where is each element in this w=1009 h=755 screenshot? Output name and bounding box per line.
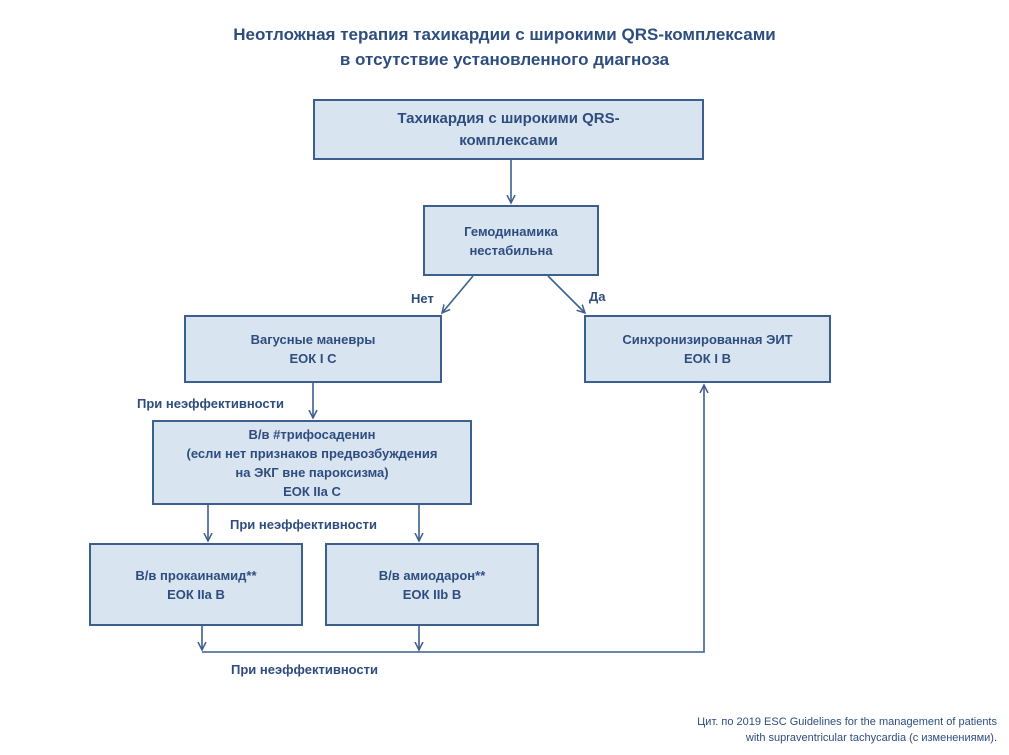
title-line-2: в отсутствие установленного диагноза <box>339 50 670 69</box>
node-tachycardia-line-1: Тахикардия с широкими QRS- <box>397 109 620 127</box>
edge-label-ineffective-3: При неэффективности <box>231 662 379 677</box>
node-eit-line-1: Синхронизированная ЭИТ <box>622 332 793 347</box>
node-tachycardia-line-2: комплексами <box>459 131 558 149</box>
node-triphosadenine-line-3: на ЭКГ вне пароксизма) <box>235 464 389 480</box>
diagram-title: Неотложная терапия тахикардии с широкими… <box>0 22 1009 72</box>
edge-label-no: Нет <box>411 291 434 306</box>
node-eit: Синхронизированная ЭИТ ЕОК I B <box>584 315 831 383</box>
arrow-no-to-vagal <box>442 275 474 313</box>
title-line-1: Неотложная терапия тахикардии с широкими… <box>233 25 776 44</box>
node-triphosadenine: В/в #трифосаденин (если нет признаков пр… <box>152 420 472 505</box>
node-vagal: Вагусные маневры ЕОК I C <box>184 315 442 383</box>
edge-label-yes: Да <box>589 289 606 304</box>
source-note-line-2: with supraventricular tachycardia (с изм… <box>745 732 997 744</box>
node-hemodynamics: Гемодинамика нестабильна <box>423 205 599 276</box>
node-amiodarone: В/в амиодарон** ЕОК IIb B <box>325 543 539 626</box>
node-amiodarone-line-2: ЕОК IIb B <box>402 586 462 602</box>
node-triphosadenine-line-4: ЕОК IIa C <box>283 483 341 499</box>
node-vagal-line-2: ЕОК I C <box>289 351 337 366</box>
node-hemodynamics-line-2: нестабильна <box>469 242 553 258</box>
arrow-return-to-eit <box>202 385 704 653</box>
node-hemodynamics-line-1: Гемодинамика <box>464 223 558 239</box>
arrow-yes-to-eit <box>547 275 585 313</box>
edge-label-ineffective-1: При неэффективности <box>137 396 285 411</box>
source-note: Цит. по 2019 ESC Guidelines for the mana… <box>697 714 997 746</box>
node-procainamide-line-2: ЕОК IIa B <box>167 586 225 602</box>
node-amiodarone-line-1: В/в амиодарон** <box>378 567 486 583</box>
node-vagal-line-1: Вагусные маневры <box>250 332 376 347</box>
source-note-line-1: Цит. по 2019 ESC Guidelines for the mana… <box>697 716 997 728</box>
node-eit-line-2: ЕОК I B <box>684 351 731 366</box>
node-tachycardia: Тахикардия с широкими QRS- комплексами <box>313 99 704 160</box>
edge-label-ineffective-2: При неэффективности <box>230 517 378 532</box>
node-triphosadenine-line-2: (если нет признаков предвозбуждения <box>186 445 438 461</box>
node-procainamide-line-1: В/в прокаинамид** <box>135 567 257 583</box>
node-triphosadenine-line-1: В/в #трифосаденин <box>248 426 376 442</box>
node-procainamide: В/в прокаинамид** ЕОК IIa B <box>89 543 303 626</box>
